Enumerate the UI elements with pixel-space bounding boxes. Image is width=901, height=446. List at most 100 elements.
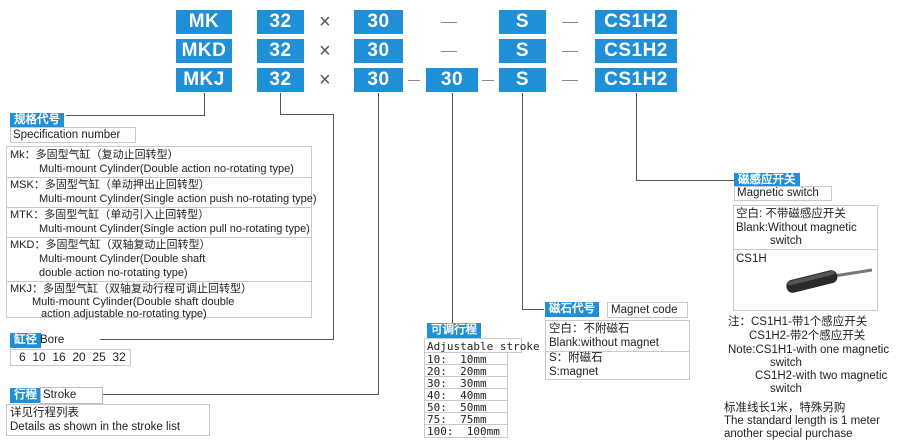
- divider: [425, 412, 507, 413]
- spec-item-en: Multi-mount Cylinder(Double action no-ro…: [39, 163, 294, 175]
- magnet-code: S: [499, 39, 546, 63]
- switch-tag: 磁感应开关: [734, 173, 800, 188]
- sensor-icon: [786, 268, 873, 293]
- magnet-tag: 磁石代号: [545, 302, 599, 317]
- adjustable-item: 100: 100mm: [427, 425, 500, 438]
- dash: [562, 80, 578, 81]
- stroke-label-box: Stroke: [40, 387, 103, 404]
- magnet-line: Blank:without magnet: [549, 337, 659, 349]
- bore-code: 32: [257, 68, 304, 92]
- spec-item-cn: MTK：多固型气缸（单动引入止回转型）: [10, 209, 210, 221]
- leader-line: [636, 93, 637, 181]
- switch-code: CS1H2: [595, 68, 677, 92]
- series-code-mkj: MKJ: [176, 68, 232, 92]
- divider: [425, 364, 507, 365]
- adjustable-item: 10: 10mm: [427, 353, 487, 366]
- stroke-line: 详见行程列表: [10, 407, 79, 419]
- adjustable-title: Adjustable stroke: [427, 340, 540, 353]
- leader-line: [100, 339, 334, 340]
- adjustable-stroke-code: 30: [426, 68, 478, 92]
- switch-blank-en: Blank:Without magnetic: [736, 222, 857, 234]
- switch-model: CS1H: [736, 253, 767, 265]
- leader-line: [636, 180, 734, 181]
- magnet-line: S：附磁石: [549, 352, 603, 364]
- spec-item-en: Multi-mount Cylinder(Single action pull …: [39, 223, 310, 235]
- bore-label: Bore: [40, 334, 65, 346]
- spec-item-en: Multi-mount Cylinder(Double shaft: [39, 253, 206, 265]
- times-symbol: ×: [319, 40, 331, 62]
- stroke-line: Details as shown in the stroke list: [10, 421, 181, 433]
- divider: [546, 351, 689, 352]
- dash: [562, 51, 578, 52]
- std-length: 标准线长1米，特殊另购: [724, 402, 846, 414]
- stroke-code: 30: [354, 39, 403, 63]
- switch-title-box: Magnetic switch: [734, 186, 832, 201]
- magnet-label: Magnet code: [611, 304, 678, 316]
- spec-item-en: double action no-rotating type): [39, 267, 188, 279]
- bore-values: 6 10 16 20 25 32: [19, 350, 126, 364]
- divider: [425, 400, 507, 401]
- switch-note: CS1H2-with two magnetic: [755, 370, 888, 382]
- divider: [734, 249, 877, 250]
- leader-line: [452, 93, 453, 323]
- series-code-mk: MK: [176, 10, 232, 34]
- leader-line: [103, 394, 379, 395]
- spec-item-en: action adjustable no-rotating type): [41, 308, 207, 320]
- switch-note: CS1H2-带2个感应开关: [749, 330, 866, 342]
- spec-item-en: Multi-mount Cylinder(Single action push …: [39, 193, 317, 205]
- switch-box: 空白: 不带磁感应开关 Blank:Without magnetic switc…: [733, 205, 878, 311]
- divider: [7, 207, 311, 208]
- adjustable-item: 30: 30mm: [427, 377, 487, 390]
- times-symbol: ×: [319, 69, 331, 91]
- spec-item-cn: MSK：多固型气缸（单动押出止回转型）: [10, 179, 210, 191]
- switch-code: CS1H2: [595, 39, 677, 63]
- divider: [7, 177, 311, 178]
- adjustable-title-box: Adjustable stroke: [424, 338, 540, 353]
- bore-values-box: 6 10 16 20 25 32: [10, 349, 131, 366]
- leader-line: [204, 93, 205, 116]
- spec-title: Specification number: [13, 129, 121, 141]
- spec-tag: 规格代号: [10, 113, 64, 128]
- stroke-label: Stroke: [43, 389, 77, 401]
- leader-line: [522, 309, 544, 310]
- stroke-code: 30: [354, 10, 403, 34]
- spec-title-box: Specification number: [10, 127, 136, 143]
- switch-blank-en: switch: [770, 235, 802, 247]
- leader-line: [66, 115, 205, 116]
- spec-item-cn: Mk：多固型气缸（复动止回转型）: [10, 149, 179, 161]
- magnet-label-box: Magnet code: [607, 302, 688, 318]
- spec-item-en: Multi-mount Cylinder(Double shaft double: [32, 296, 235, 308]
- dash: [562, 22, 578, 23]
- divider: [425, 388, 507, 389]
- adjustable-item: 20: 20mm: [427, 365, 487, 378]
- spec-item-cn: MKJ：多固型气缸（双轴复动行程可调止回转型）: [10, 283, 252, 295]
- adjustable-item: 75: 75mm: [427, 413, 487, 426]
- leader-line: [522, 93, 523, 310]
- divider: [7, 281, 311, 282]
- leader-line: [378, 93, 379, 395]
- switch-note: switch: [770, 383, 802, 395]
- bore-tag: 缸径: [10, 333, 41, 348]
- std-length: The standard length is 1 meter: [724, 415, 880, 427]
- magnet-code: S: [499, 10, 546, 34]
- switch-blank-cn: 空白: 不带磁感应开关: [736, 208, 846, 220]
- leader-line: [280, 114, 334, 115]
- divider: [7, 237, 311, 238]
- switch-title: Magnetic switch: [737, 187, 819, 199]
- stroke-tag: 行程: [10, 388, 41, 403]
- dash: [482, 80, 494, 81]
- leader-line: [280, 93, 281, 115]
- spec-item-cn: MKD：多固型气缸（双轴复动止回转型）: [10, 239, 211, 251]
- magnet-box: 空白：不附磁石 Blank:without magnet S：附磁石 S:mag…: [545, 320, 690, 380]
- std-length: another special purchase: [724, 428, 853, 440]
- adjustable-list-box: 10: 10mm 20: 20mm 30: 30mm 40: 40mm 50: …: [424, 352, 508, 438]
- magnet-code: S: [499, 68, 546, 92]
- bore-code: 32: [257, 39, 304, 63]
- magnet-line: 空白：不附磁石: [549, 323, 630, 335]
- adjustable-tag: 可调行程: [427, 323, 481, 338]
- times-symbol: ×: [319, 11, 331, 33]
- switch-note: switch: [770, 357, 802, 369]
- dash: [441, 51, 457, 52]
- magnet-line: S:magnet: [549, 366, 599, 378]
- switch-note: 注：CS1H1-带1个感应开关: [728, 316, 868, 328]
